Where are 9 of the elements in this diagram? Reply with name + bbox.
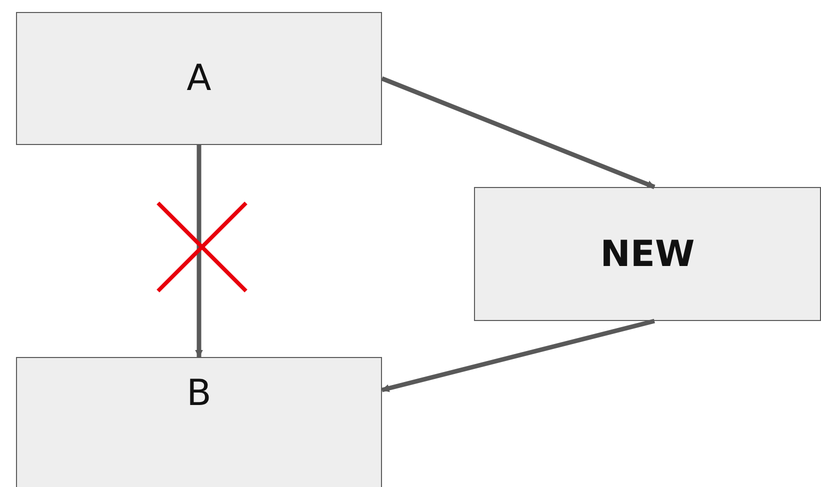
node-label: NEW <box>600 234 695 274</box>
process-box <box>16 12 382 145</box>
arrow <box>381 318 655 392</box>
arrow <box>381 76 656 190</box>
process-box <box>474 187 821 321</box>
node-label: A <box>186 58 212 99</box>
node-label: B <box>186 372 212 414</box>
process-box <box>16 357 382 487</box>
arrow <box>195 145 203 358</box>
